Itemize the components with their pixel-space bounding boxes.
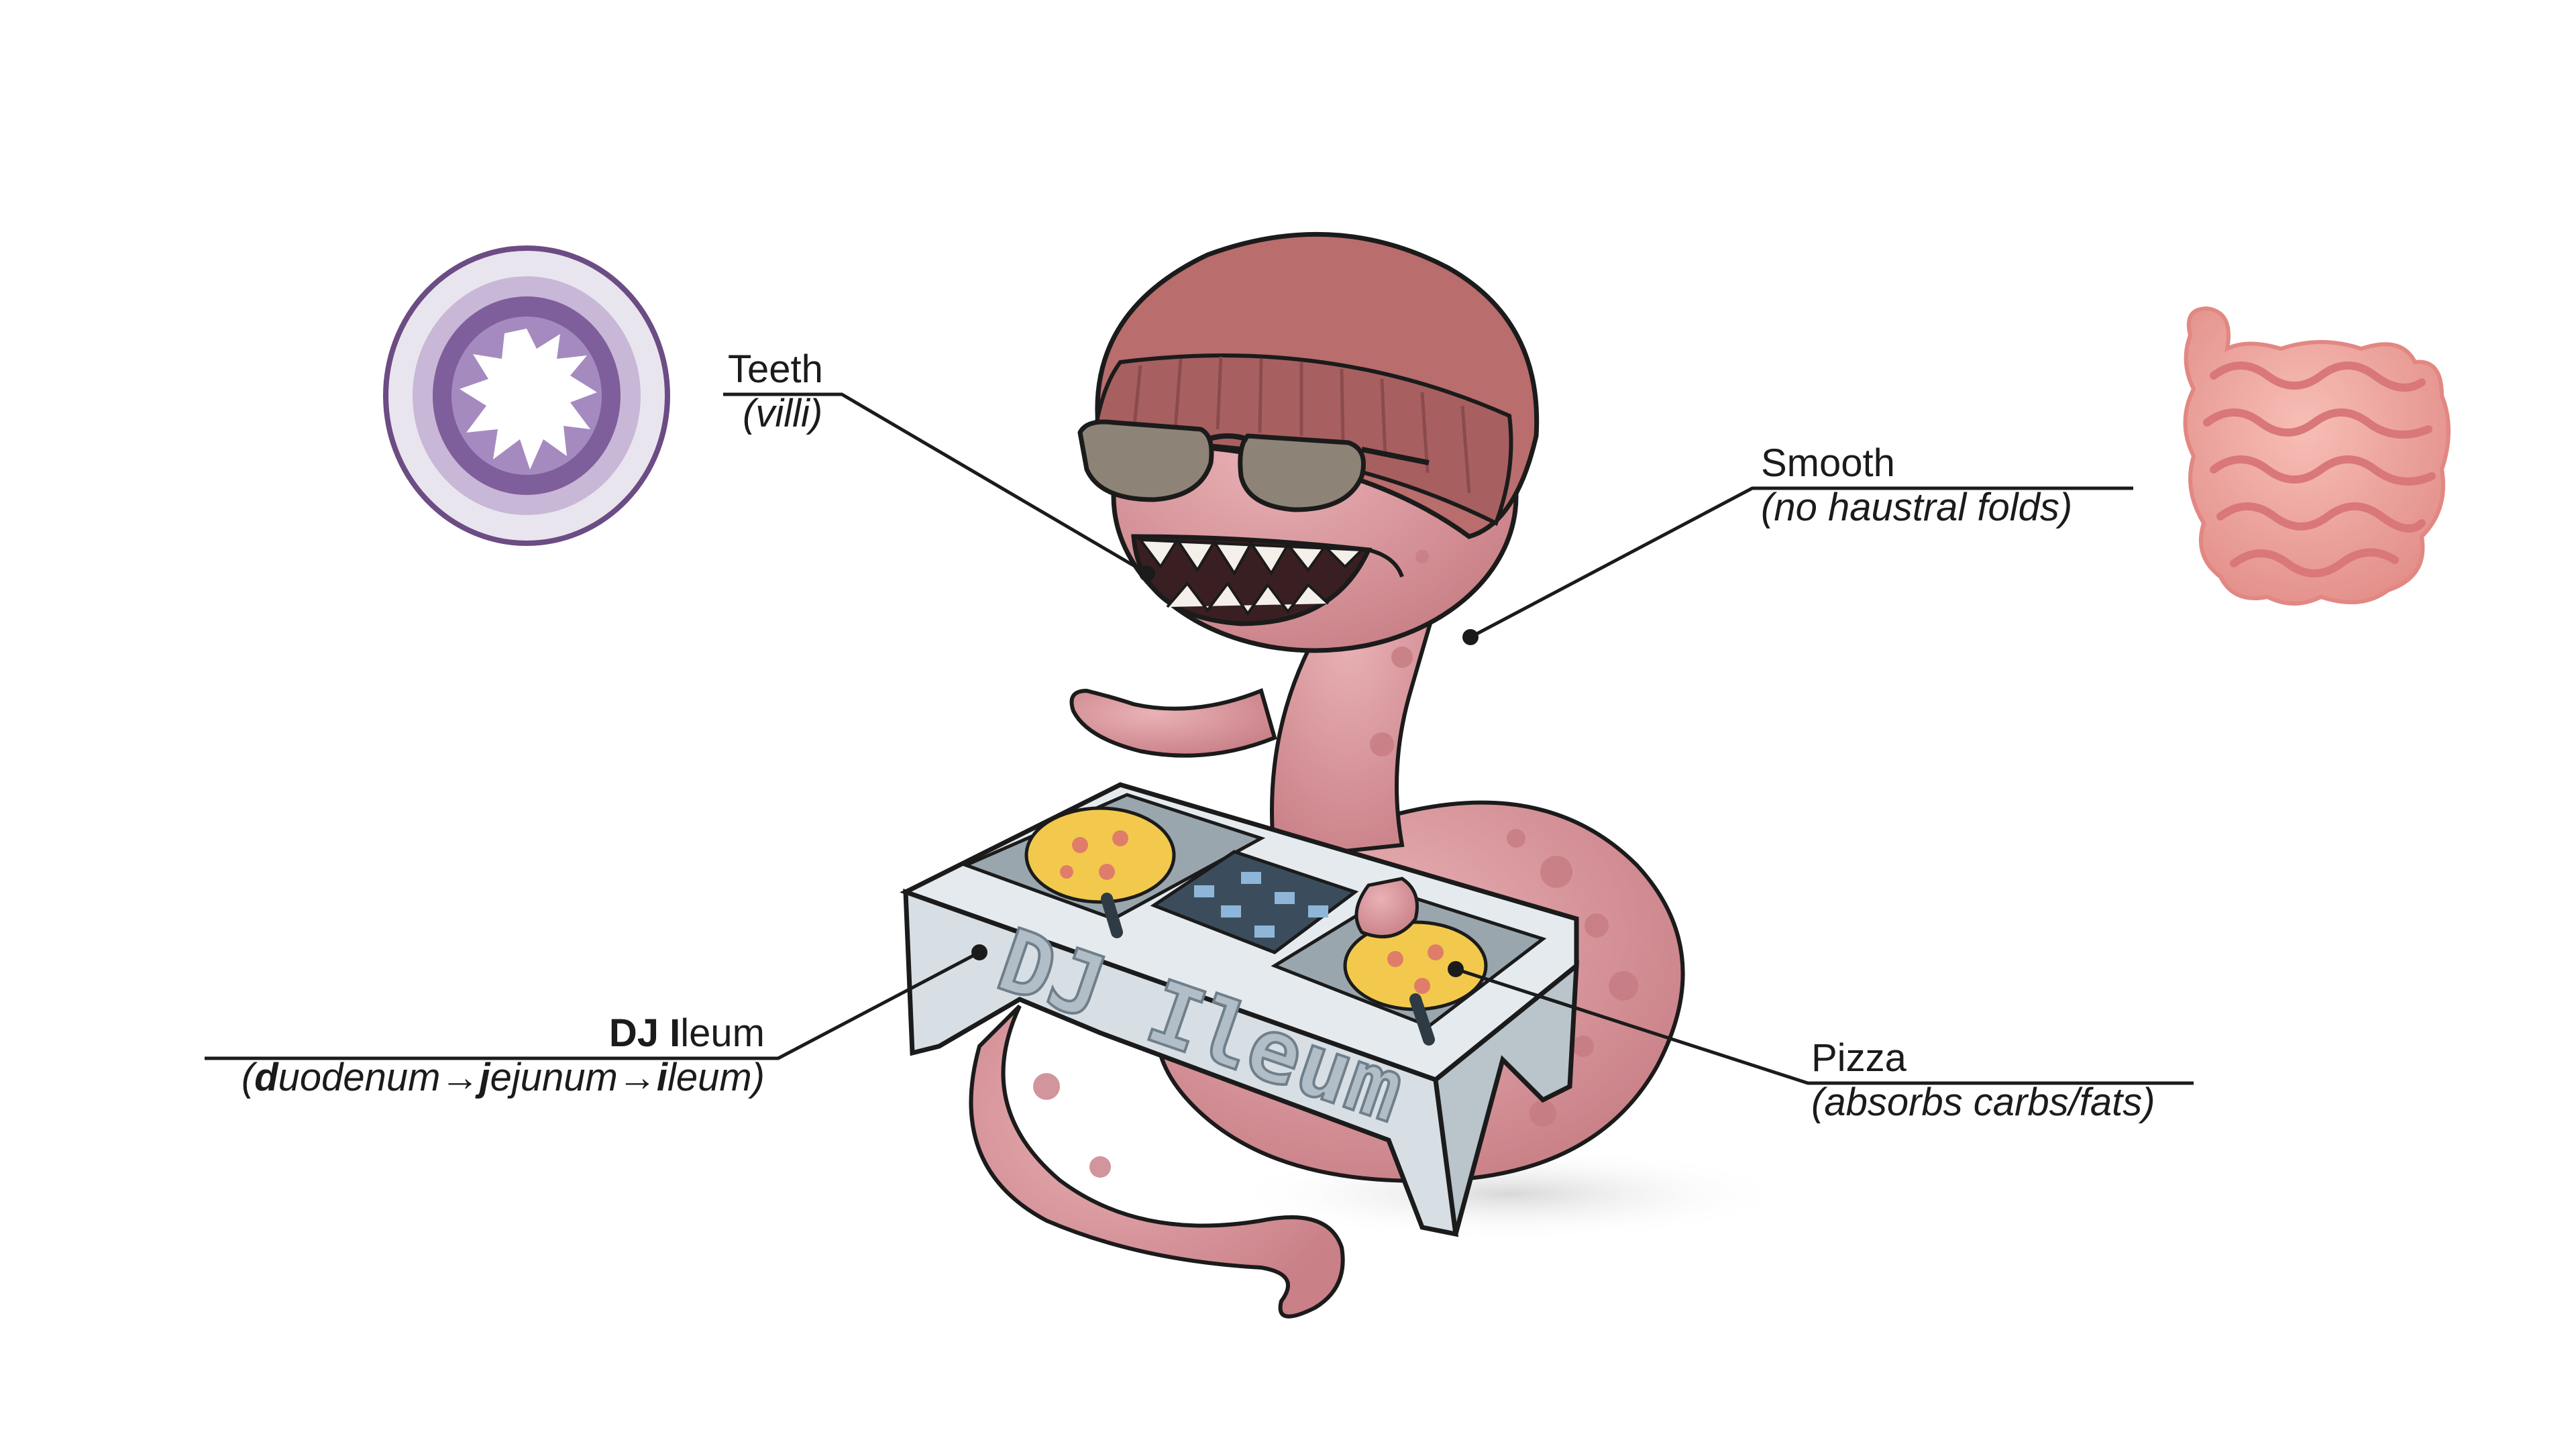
dj-ileum-title: DJ Ileum <box>195 1011 765 1056</box>
dj-sub-open: ( <box>241 1056 255 1099</box>
pizza-subtitle: (absorbs carbs/fats) <box>1811 1080 2155 1124</box>
dj-mixer: DJ Ileum <box>900 782 1579 1237</box>
smooth-subtitle: (no haustral folds) <box>1761 486 2073 529</box>
pizza-title: Pizza <box>1811 1036 1907 1080</box>
dj-ileum-subtitle: (duodenum→jejunum→ileum) <box>195 1056 765 1100</box>
pizza-dot <box>1448 961 1464 977</box>
teeth-callout: Teeth (villi) <box>728 347 823 436</box>
smooth-leader <box>1469 486 2133 639</box>
dj-dot <box>971 944 987 960</box>
teeth-leader <box>723 392 1148 575</box>
teeth-dot <box>1139 565 1155 581</box>
dj-ileum-title-bold: DJ I <box>608 1011 681 1055</box>
intestine-cross-section-icon <box>383 245 670 546</box>
dj-leader <box>205 950 981 1060</box>
smooth-callout: Smooth (no haustral folds) <box>1761 441 2072 530</box>
smooth-dot <box>1462 629 1479 645</box>
callout-dots <box>971 565 1479 977</box>
small-intestine-icon <box>2183 306 2451 606</box>
smooth-title: Smooth <box>1761 441 1895 485</box>
dj-sub-d: d <box>254 1056 278 1099</box>
dj-ileum-callout: DJ Ileum (duodenum→jejunum→ileum) <box>195 1011 765 1100</box>
dj-sub-ileum: leum) <box>667 1056 765 1099</box>
pizza-leader <box>1455 967 2194 1085</box>
pizza-callout: Pizza (absorbs carbs/fats) <box>1811 1036 2155 1125</box>
teeth-title: Teeth <box>728 347 823 391</box>
dj-sub-jejunum: ejunum→ <box>490 1056 657 1099</box>
dj-ileum-title-rest: leum <box>680 1011 765 1055</box>
dj-sub-i: i <box>656 1056 667 1099</box>
dj-sub-duodenum: uodenum→ <box>278 1056 480 1099</box>
teeth-subtitle: (villi) <box>743 392 823 435</box>
dj-sub-j: j <box>479 1056 490 1099</box>
left-pizza-turntable <box>1024 806 1176 904</box>
callout-leaders <box>205 392 2194 1085</box>
